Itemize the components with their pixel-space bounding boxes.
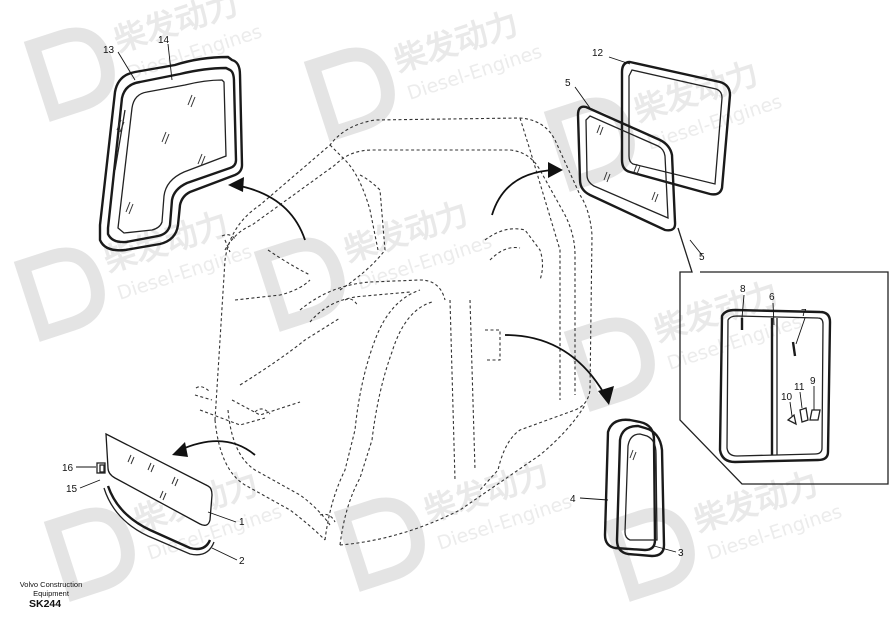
callout-labels: 13 14 12 5 5 8 6 7 9 11 10 4 3 1 2 16 15 (62, 35, 816, 567)
door-window-assembly (98, 55, 244, 252)
callout-11: 11 (794, 382, 805, 393)
front-upper-window (576, 60, 732, 232)
drawing-code: SK244 (29, 598, 62, 610)
watermark-8: 柴发动力 Diesel-Engines (333, 454, 575, 592)
callout-7: 7 (801, 308, 807, 319)
callout-15: 15 (66, 484, 78, 495)
detail-box (677, 227, 889, 485)
callout-16: 16 (62, 463, 74, 474)
watermark-1: 柴发动力 Diesel-Engines (23, 0, 265, 122)
callout-8: 8 (740, 284, 746, 295)
side-window (603, 418, 666, 558)
callout-2: 2 (239, 556, 245, 567)
company-caption: Volvo Construction Equipment (16, 580, 86, 598)
callout-12: 12 (592, 48, 604, 59)
callout-4: 4 (570, 494, 576, 505)
callout-13: 13 (103, 45, 115, 56)
callout-5-top: 5 (565, 78, 571, 89)
watermark-4: 柴发动力 Diesel-Engines (13, 204, 255, 342)
callout-9: 9 (810, 376, 816, 387)
watermark-5: 柴发动力 Diesel-Engines (253, 194, 495, 332)
watermark-9: 柴发动力 Diesel-Engines (603, 464, 845, 602)
callout-1: 1 (239, 517, 245, 528)
glass-hatch (116, 94, 206, 215)
company-line-1: Volvo Construction (19, 580, 83, 589)
watermark-6: 柴发动力 Diesel-Engines (563, 274, 805, 412)
callout-3: 3 (678, 548, 684, 559)
callout-6: 6 (769, 292, 775, 303)
lower-window-assembly (96, 432, 215, 556)
watermark-layer: 柴发动力 Diesel-Engines 柴发动力 Diesel-Engines … (13, 0, 845, 602)
company-line-2: Equipment (33, 589, 69, 598)
callout-14: 14 (158, 35, 170, 46)
cab-frame (194, 117, 593, 546)
callout-10: 10 (781, 392, 793, 403)
watermark-2: 柴发动力 Diesel-Engines (303, 4, 545, 142)
watermark-3: 柴发动力 Diesel-Engines (543, 54, 785, 192)
leader-lines (76, 43, 815, 561)
arrows (172, 162, 614, 457)
callout-5-detail: 5 (699, 252, 705, 263)
